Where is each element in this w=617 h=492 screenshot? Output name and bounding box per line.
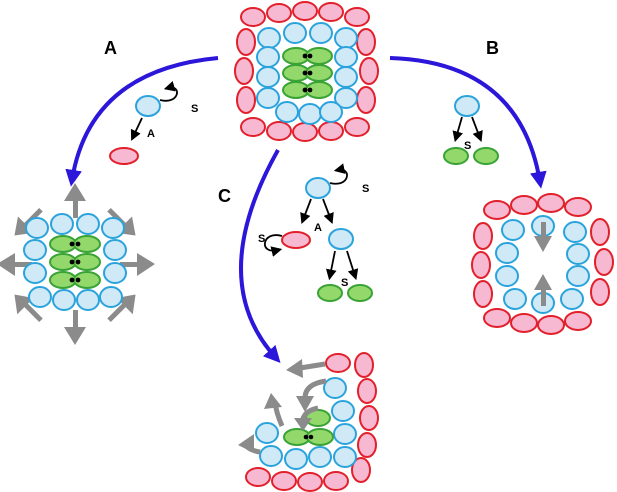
division-scheme-c: S A S S xyxy=(258,163,373,302)
division-scheme-a: S A xyxy=(109,81,198,165)
division-label-s: S xyxy=(258,233,265,245)
division-scheme-b: S xyxy=(443,95,499,165)
division-label-s: S xyxy=(362,183,369,195)
pathway-label-c: C xyxy=(218,186,231,206)
division-label-s: S xyxy=(191,103,198,115)
colony-outcome-b xyxy=(471,193,614,335)
division-label-s: S xyxy=(464,140,471,152)
pathway-label-b: B xyxy=(486,38,499,58)
pathway-arrow-b xyxy=(389,56,547,189)
colony-outcome-c xyxy=(238,352,379,492)
division-label-a: A xyxy=(147,128,155,140)
colony-initial xyxy=(234,1,379,142)
pathway-arrow-c xyxy=(239,149,281,363)
colony-outcome-a xyxy=(0,183,155,345)
pathway-label-a: A xyxy=(104,38,117,58)
pathway-arrow-a xyxy=(65,56,219,187)
division-label-a: A xyxy=(314,222,322,234)
division-label-s: S xyxy=(341,277,348,289)
